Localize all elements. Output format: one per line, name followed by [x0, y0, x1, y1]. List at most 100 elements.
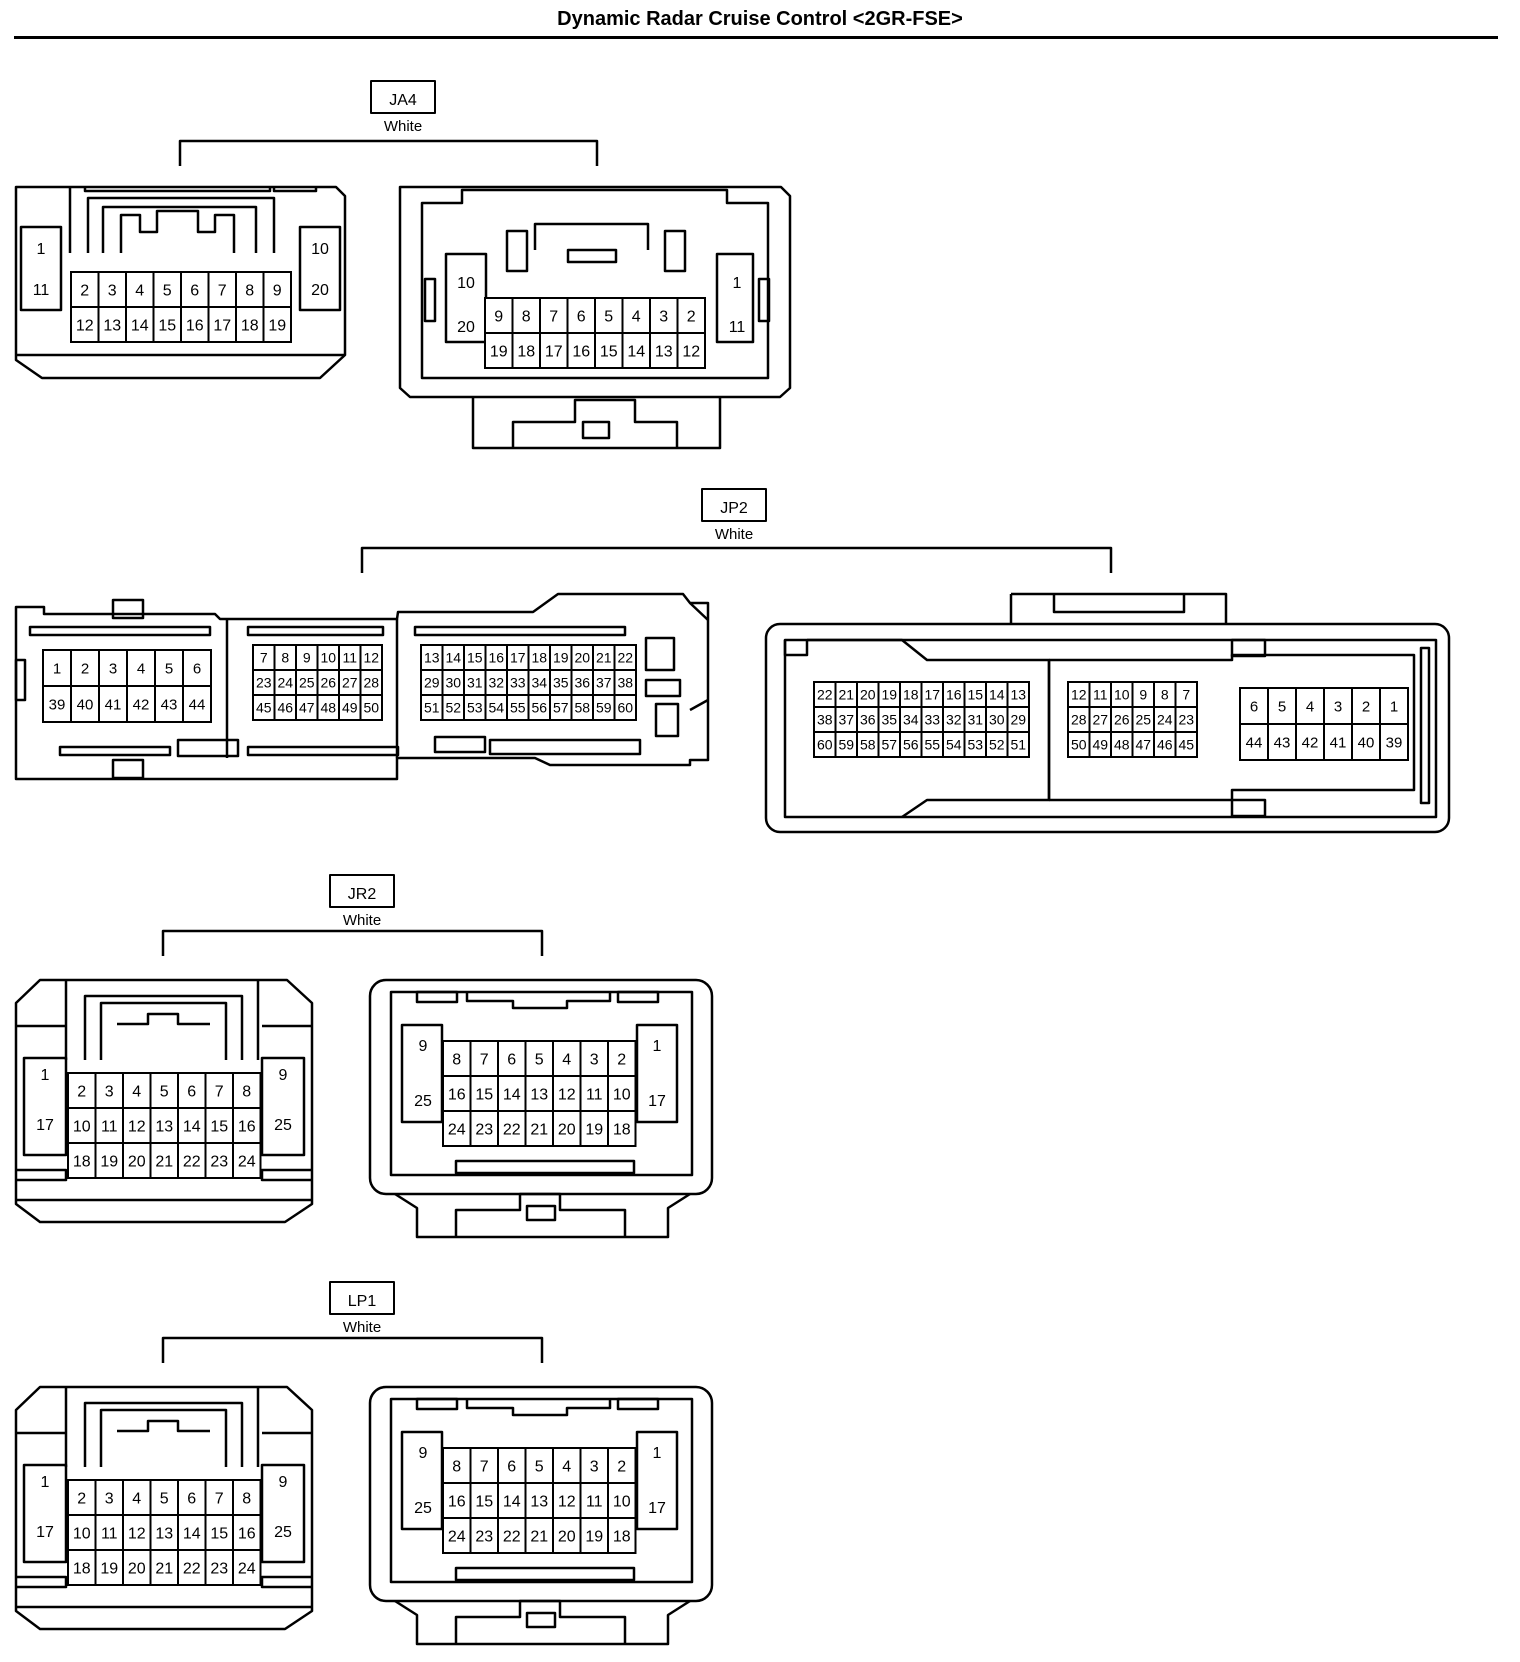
terminal-number: 60	[617, 700, 633, 716]
terminal-number: 10	[613, 1493, 631, 1510]
terminal-number: 10	[1114, 687, 1130, 703]
terminal-cell	[42, 649, 72, 687]
terminal-number: 18	[613, 1121, 631, 1138]
terminal-number: 11	[101, 1118, 118, 1135]
terminal-number: 3	[109, 660, 117, 677]
terminal-number: 23	[475, 1121, 493, 1138]
terminal-number: 34	[903, 712, 919, 728]
terminal-number: 21	[530, 1121, 548, 1138]
terminal-number: 9	[419, 1445, 428, 1462]
jp2-right-housing	[764, 592, 1451, 834]
ja4-wire-color: White	[384, 118, 422, 135]
terminal-cell	[182, 685, 212, 723]
terminal-cell	[125, 306, 155, 343]
terminal-number: 26	[320, 675, 336, 691]
terminal-number: 40	[1358, 734, 1375, 751]
terminal-number: 51	[424, 700, 440, 716]
terminal-number: 57	[553, 700, 569, 716]
terminal-number: 7	[215, 1490, 224, 1507]
terminal-number: 6	[1250, 698, 1258, 715]
terminal-cell	[70, 685, 100, 723]
terminal-number: 21	[155, 1153, 173, 1170]
terminal-number: 8	[245, 282, 254, 299]
terminal-cell	[1006, 731, 1030, 758]
terminal-number: 1	[733, 275, 742, 292]
terminal-number: 23	[1178, 712, 1194, 728]
terminal-number: 4	[1306, 698, 1314, 715]
terminal-number: 5	[163, 282, 172, 299]
terminal-number: 43	[1274, 734, 1291, 751]
terminal-number: 30	[989, 712, 1005, 728]
terminal-cell	[67, 1142, 97, 1179]
terminal-number: 1	[41, 1474, 50, 1491]
terminal-number: 32	[946, 712, 962, 728]
terminal-cell	[232, 1107, 262, 1144]
page-title: Dynamic Radar Cruise Control <2GR-FSE>	[557, 8, 963, 30]
terminal-cell	[1295, 723, 1325, 761]
terminal-number: 3	[105, 1490, 114, 1507]
terminal-number: 20	[574, 650, 590, 666]
terminal-number: 2	[617, 1051, 626, 1068]
terminal-number: 22	[503, 1528, 521, 1545]
jp2-wire-color: White	[715, 526, 753, 543]
terminal-number: 4	[135, 282, 144, 299]
terminal-number: 2	[77, 1490, 86, 1507]
terminal-number: 51	[1010, 737, 1026, 753]
terminal-cell	[232, 1549, 262, 1586]
terminal-number: 13	[155, 1525, 173, 1542]
terminal-number: 16	[488, 650, 504, 666]
terminal-cell	[552, 1482, 582, 1519]
terminal-number: 27	[342, 675, 358, 691]
terminal-cell	[149, 1072, 179, 1109]
terminal-number: 10	[311, 241, 329, 258]
terminal-number: 43	[161, 696, 178, 713]
terminal-cell	[177, 1142, 207, 1179]
terminal-number: 12	[682, 343, 700, 360]
terminal-number: 24	[277, 675, 293, 691]
terminal-cell	[182, 649, 212, 687]
terminal-number: 2	[77, 1083, 86, 1100]
terminal-number: 53	[467, 700, 483, 716]
terminal-number: 45	[1178, 737, 1194, 753]
terminal-number: 14	[503, 1086, 521, 1103]
terminal-number: 10	[320, 650, 336, 666]
terminal-number: 14	[989, 687, 1005, 703]
terminal-cell	[98, 685, 128, 723]
terminal-number: 16	[946, 687, 962, 703]
terminal-cell	[1351, 723, 1381, 761]
terminal-number: 59	[596, 700, 612, 716]
terminal-cell	[539, 332, 569, 369]
terminal-cell	[484, 297, 514, 334]
terminal-number: 6	[193, 660, 201, 677]
terminal-number: 20	[558, 1528, 576, 1545]
ja4-right-housing	[398, 185, 792, 450]
terminal-number: 40	[77, 696, 94, 713]
ja4-label-box	[370, 80, 436, 114]
terminal-number: 23	[210, 1560, 228, 1577]
terminal-number: 24	[448, 1528, 466, 1545]
terminal-cell	[607, 1075, 637, 1112]
terminal-number: 5	[604, 308, 613, 325]
connector-outlines	[14, 80, 1451, 1646]
terminal-number: 33	[510, 675, 526, 691]
terminal-number: 3	[108, 282, 117, 299]
terminal-number: 15	[967, 687, 983, 703]
terminal-number: 14	[131, 317, 149, 334]
terminal-number: 44	[1246, 734, 1263, 751]
terminal-number: 16	[448, 1493, 466, 1510]
terminal-number: 20	[558, 1121, 576, 1138]
terminal-number: 22	[183, 1153, 201, 1170]
terminal-cell	[552, 1517, 582, 1554]
terminal-cell	[594, 332, 624, 369]
terminal-cell	[154, 649, 184, 687]
terminal-number: 27	[1092, 712, 1108, 728]
terminal-cell	[1379, 687, 1409, 725]
terminal-number: 15	[475, 1493, 493, 1510]
terminal-number: 38	[617, 675, 633, 691]
ja4-bracket	[178, 139, 599, 166]
jp2-label-box	[701, 488, 767, 522]
terminal-cell	[126, 649, 156, 687]
terminal-number: 9	[303, 650, 311, 666]
terminal-number: 47	[299, 700, 315, 716]
terminal-number: 11	[729, 319, 746, 336]
